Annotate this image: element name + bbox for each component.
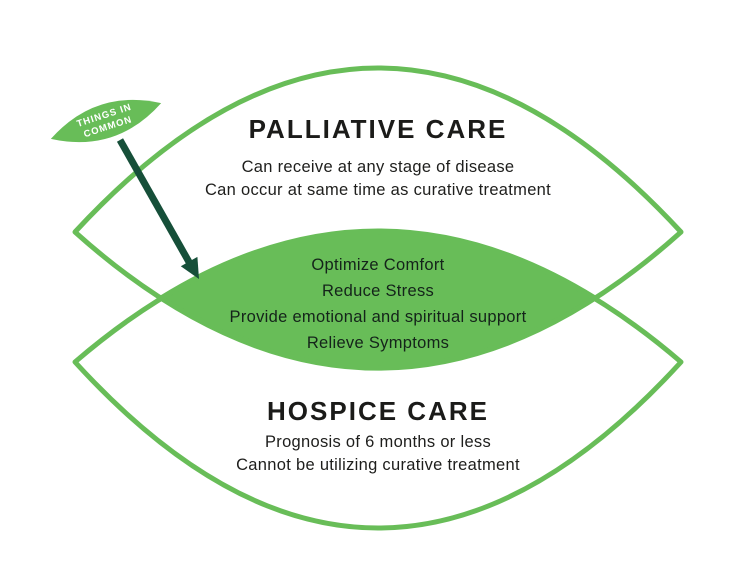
hospice-line: Cannot be utilizing curative treatment	[236, 456, 520, 474]
palliative-title: PALLIATIVE CARE	[249, 114, 508, 144]
palliative-line: Can receive at any stage of disease	[242, 158, 515, 176]
palliative-line: Can occur at same time as curative treat…	[205, 181, 551, 199]
pointer-arrow	[116, 138, 193, 264]
common-line: Provide emotional and spiritual support	[230, 308, 527, 326]
hospice-lens-outline	[72, 229, 684, 531]
things-in-common-leaf: THINGS IN COMMON	[50, 99, 162, 143]
leaf-shape	[50, 99, 162, 143]
common-line: Optimize Comfort	[311, 256, 444, 274]
hospice-line: Prognosis of 6 months or less	[265, 433, 491, 451]
hospice-title: HOSPICE CARE	[267, 396, 489, 426]
pointer-arrowhead	[180, 256, 199, 279]
palliative-lens-outline	[72, 65, 684, 371]
common-line: Relieve Symptoms	[307, 334, 449, 352]
common-line: Reduce Stress	[322, 282, 434, 300]
